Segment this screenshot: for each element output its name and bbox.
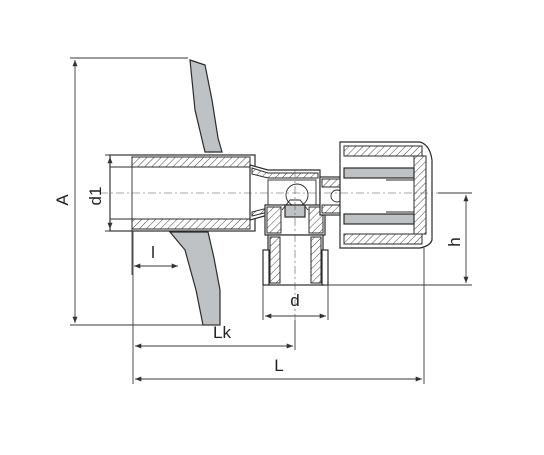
dimension-l: l	[131, 229, 178, 275]
dimension-A: A	[53, 57, 220, 326]
dimension-d1: d1	[86, 154, 130, 232]
outlet-fitting	[262, 234, 329, 286]
knob	[339, 141, 433, 249]
dimension-h: h	[325, 192, 472, 286]
lever-handle	[168, 59, 223, 326]
label-h: h	[445, 237, 464, 246]
label-A: A	[53, 194, 72, 206]
label-d: d	[290, 291, 299, 310]
dimension-L: L	[132, 248, 425, 384]
label-L: L	[274, 356, 283, 375]
label-l: l	[151, 243, 155, 262]
dimension-d: d	[262, 285, 329, 320]
label-d1: d1	[86, 187, 105, 206]
dimension-Lk: Lk	[132, 231, 296, 350]
label-Lk: Lk	[213, 323, 231, 342]
centerlines	[100, 170, 440, 320]
